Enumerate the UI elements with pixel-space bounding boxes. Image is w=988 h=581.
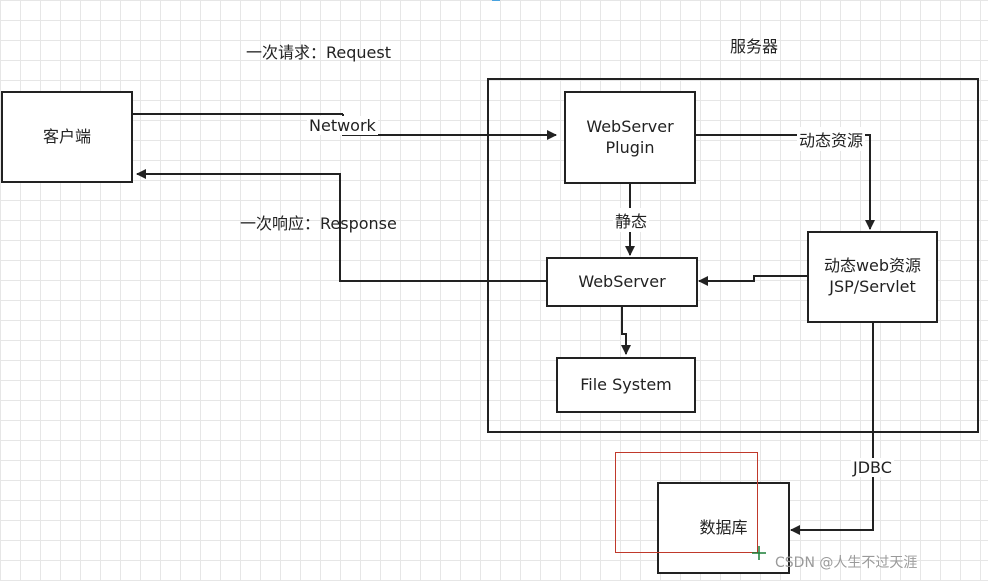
plugin-label-line2: Plugin: [605, 137, 655, 157]
client-label: 客户端: [42, 126, 91, 146]
static-label: 静态: [613, 208, 650, 232]
client-box: 客户端: [1, 91, 133, 183]
response-arrow: [136, 169, 546, 282]
webserver-box: WebServer: [546, 257, 698, 307]
dynamic-label-line1: 动态web资源: [823, 256, 922, 276]
response-label: 一次响应：Response: [240, 214, 397, 233]
plugin-label-line1: WebServer: [586, 116, 674, 136]
server-container: [487, 78, 979, 433]
dynamic-web-resource-box: 动态web资源 JSP/Servlet: [807, 231, 938, 323]
webserver-label: WebServer: [578, 271, 666, 291]
server-label: 服务器: [730, 37, 779, 56]
request-label: 一次请求：Request: [246, 43, 391, 62]
selection-rectangle[interactable]: [615, 452, 758, 553]
webserver-plugin-box: WebServer Plugin: [564, 91, 696, 184]
filesystem-arrow: [621, 307, 631, 355]
crosshair-cursor: [752, 545, 766, 560]
file-system-box: File System: [556, 357, 696, 413]
network-label: Network: [307, 116, 378, 135]
jdbc-arrow: [790, 323, 874, 535]
jdbc-label: JDBC: [851, 458, 894, 477]
dynamic-label-line2: JSP/Servlet: [829, 277, 916, 296]
dynamic-to-webserver-arrow: [698, 275, 807, 286]
dynamic-resource-label: 动态资源: [797, 127, 866, 151]
dynamic-resource-arrow: [696, 134, 875, 230]
file-system-label: File System: [580, 374, 672, 394]
database-label: 数据库: [699, 517, 748, 537]
watermark: CSDN @人生不过天涯: [775, 555, 918, 571]
database-box: 数据库: [657, 482, 790, 574]
